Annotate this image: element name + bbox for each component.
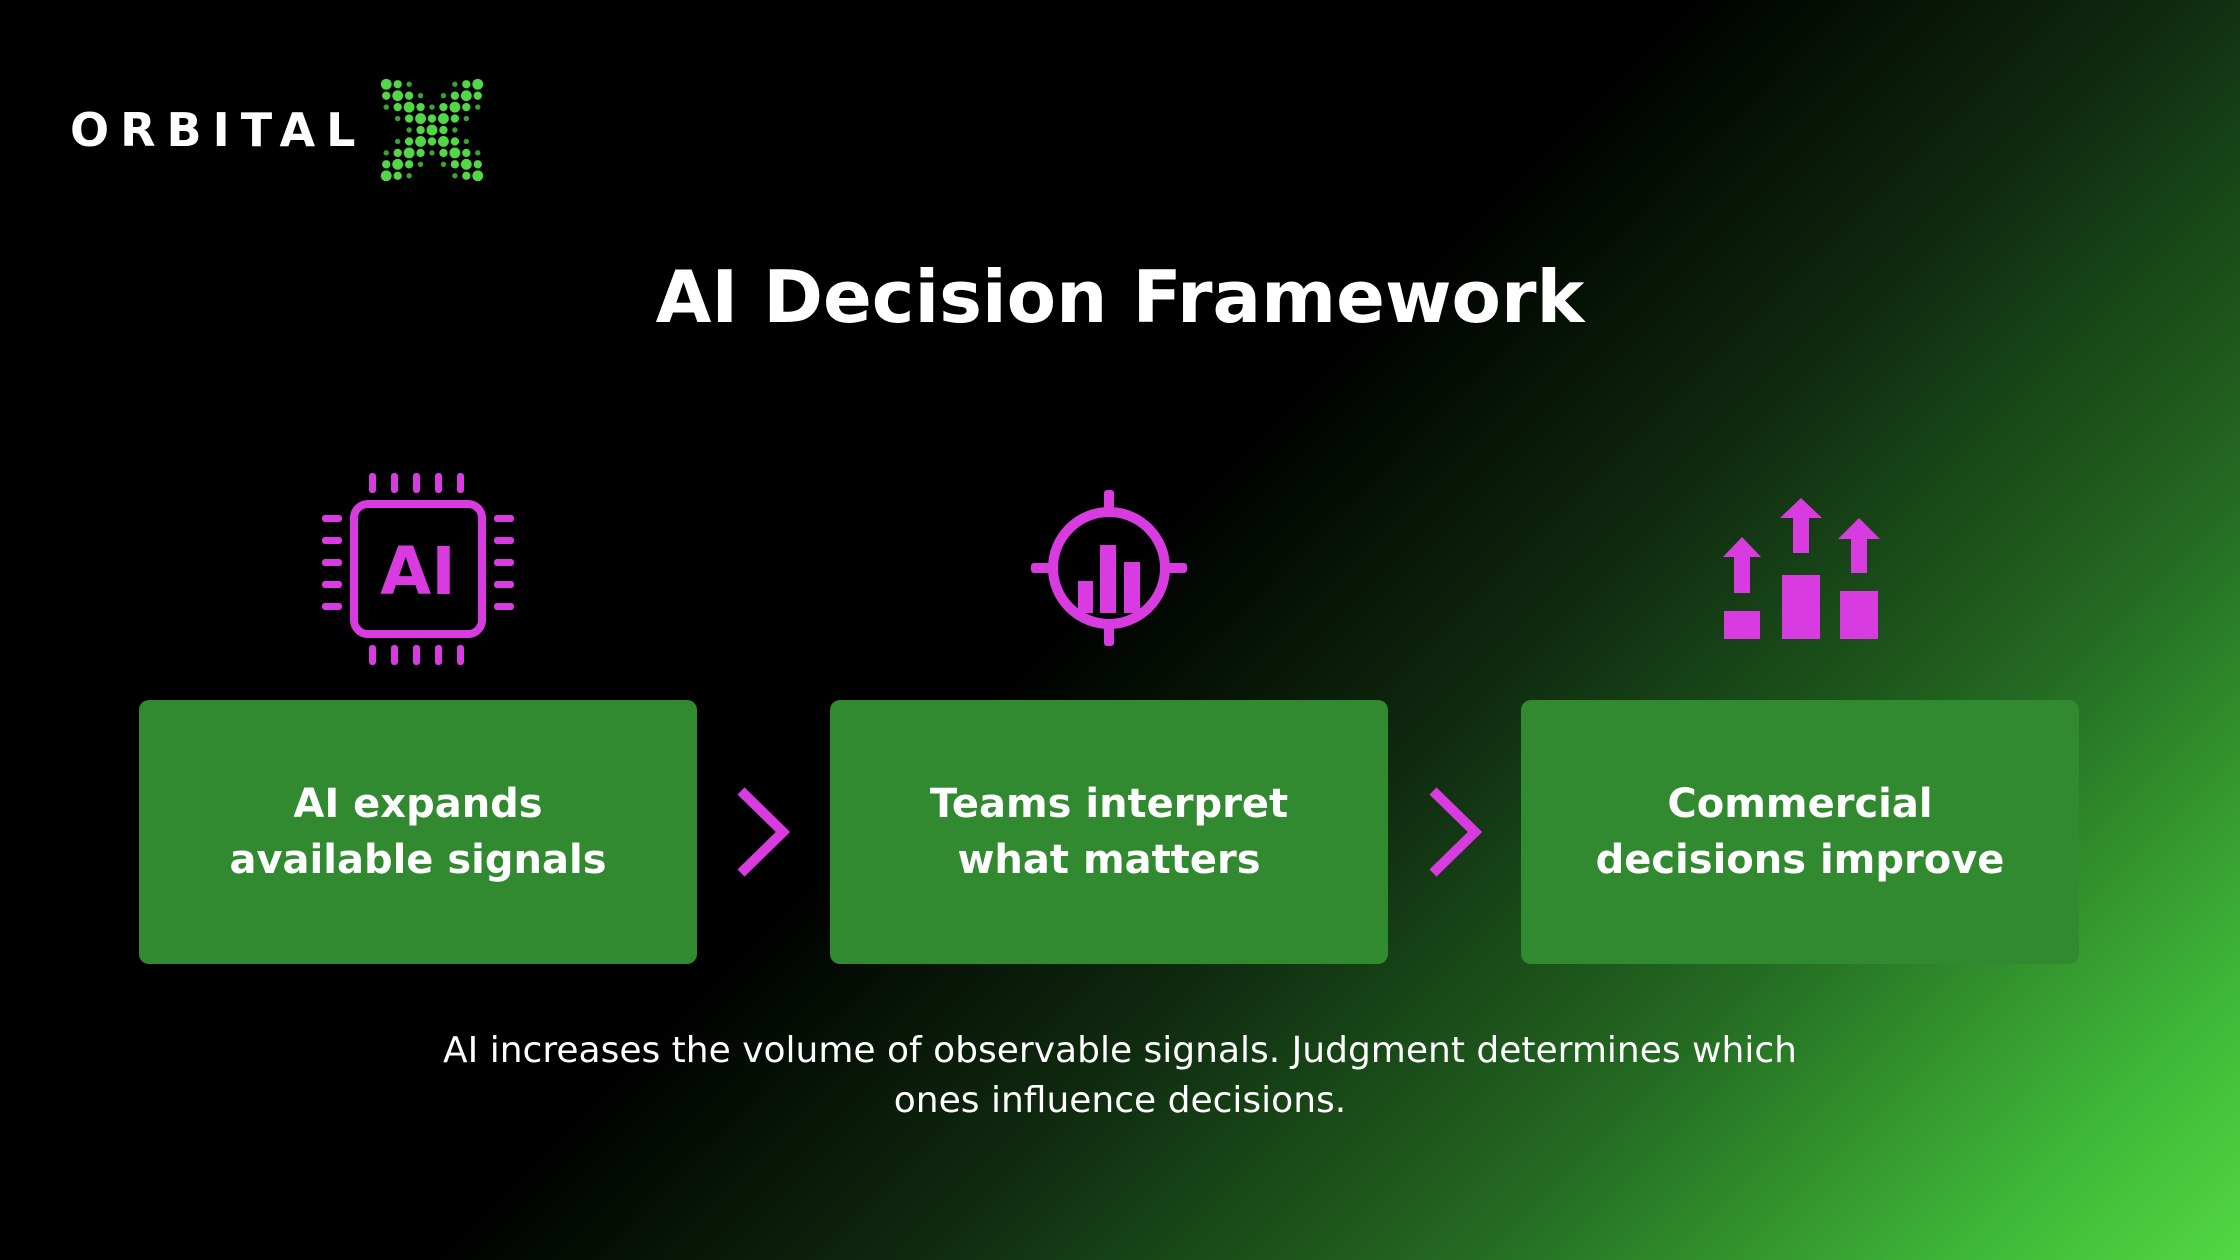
step-card-teams-interpret: Teams interpret what matters [830,700,1388,964]
ai-chip-label: AI [380,533,456,610]
brand-logo: ORBITAL [70,70,484,190]
step-card-decisions-improve: Commercial decisions improve [1521,700,2079,964]
page-title: AI Decision Framework [655,255,1585,339]
step-label: Teams interpret what matters [929,781,1289,883]
dotted-x-logo-icon [381,78,484,182]
step-card-ai-expands: AI expands available signals [139,700,697,964]
caption-text: AI increases the volume of observable si… [443,1030,1797,1121]
chevron-right-icon [1429,787,1483,877]
ai-chip-icon: AI [322,473,514,665]
step-label: AI expands available signals [229,781,607,883]
growth-arrows-icon [1723,498,1880,639]
brand-name: ORBITAL [70,103,367,157]
step-label: Commercial decisions improve [1595,781,2005,883]
chevron-right-icon [737,787,791,877]
target-chart-icon [1031,490,1187,646]
